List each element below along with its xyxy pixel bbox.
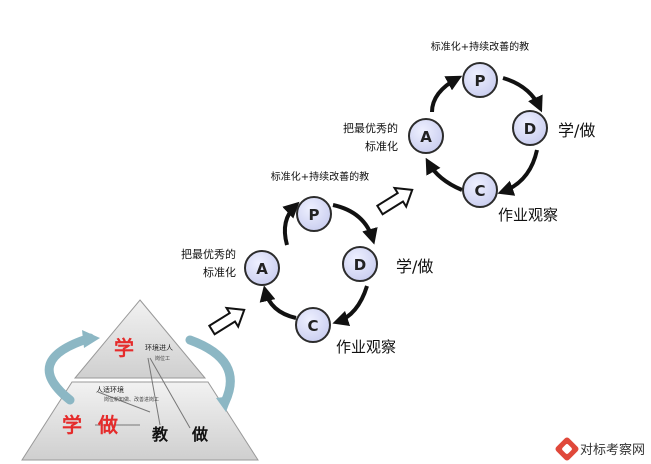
cycle-left-label: 标准化	[203, 265, 236, 279]
node-label: C	[474, 182, 485, 200]
node-p: P	[296, 196, 332, 232]
diamond-logo-icon	[554, 435, 580, 462]
cycle-bottom-label: 作业观察	[498, 206, 558, 224]
cycle-right-label: 学/做	[396, 257, 433, 276]
node-label: D	[354, 256, 366, 274]
cycle-top-label: 标准化+持续改善的教	[271, 170, 369, 183]
pyramid-bottom-char: 做	[191, 425, 209, 444]
cycle-arrow	[332, 285, 369, 327]
node-c: C	[295, 307, 331, 343]
pyramid-bottom-char: 做	[97, 413, 119, 437]
cycle-left-label: 标准化	[365, 139, 398, 153]
pyramid-link-line	[97, 391, 151, 413]
watermark-text: 对标考察网	[579, 443, 645, 458]
transition-arrow-2	[375, 186, 414, 216]
curved-arrow-left-head	[82, 330, 100, 348]
cycle-arrow	[502, 76, 543, 113]
cycle-arrow	[430, 75, 463, 113]
transition-arrow-1	[207, 306, 246, 336]
node-label: C	[307, 317, 318, 335]
node-a: A	[244, 250, 280, 286]
cycle-bottom-label: 作业观察	[336, 338, 396, 356]
pyramid-top-tier	[73, 299, 207, 379]
pyramid-middle-caption: 人适环境	[96, 385, 124, 394]
pdca-cycle-lower: 标准化+持续改善的教 把最优秀的 标准化 学/做 作业观察 P D C A	[181, 170, 433, 356]
pyramid: 学 环境进人 岗位工 人适环境 岗位新知做、改善进岗工 学 做 教 做	[21, 299, 259, 461]
cycle-left-label: 把最优秀的	[181, 247, 236, 261]
cycle-arrow	[497, 149, 539, 196]
pyramid-bottom-tier	[21, 381, 259, 461]
node-p: P	[462, 62, 498, 98]
curved-arrow-left	[44, 333, 95, 405]
pyramid-link-line	[147, 357, 161, 426]
pyramid-bottom-char: 教	[152, 425, 169, 444]
node-label: D	[524, 120, 536, 138]
node-label: P	[309, 206, 320, 224]
node-label: A	[420, 128, 432, 146]
node-d: D	[342, 246, 378, 282]
cycle-left-label: 把最优秀的	[343, 121, 398, 135]
node-a: A	[408, 118, 444, 154]
pyramid-middle-subcaption: 岗位新知做、改善进岗工	[104, 396, 159, 403]
cycle-top-label: 标准化+持续改善的教	[431, 40, 529, 53]
cycle-arrow	[259, 285, 297, 320]
pyramid-top-subcaption: 岗位工	[155, 355, 170, 362]
curved-arrow-right-head	[216, 396, 232, 412]
node-d: D	[512, 110, 548, 146]
pdca-cycle-upper: 标准化+持续改善的教 把最优秀的 标准化 学/做 作业观察 P D C A	[343, 40, 595, 224]
node-label: A	[256, 260, 268, 278]
node-label: P	[475, 72, 486, 90]
node-c: C	[462, 172, 498, 208]
cycle-arrow	[282, 201, 300, 246]
pyramid-bottom-char: 学	[62, 413, 82, 437]
cycle-arrow	[425, 157, 463, 192]
cycle-right-label: 学/做	[558, 121, 595, 140]
pyramid-top-char: 学	[114, 336, 134, 360]
cycle-arrow	[332, 203, 378, 245]
pyramid-top-caption: 环境进人	[145, 343, 173, 352]
curved-arrow-right	[185, 335, 235, 407]
pyramid-link-line	[149, 357, 191, 429]
watermark: 对标考察网	[554, 435, 645, 462]
